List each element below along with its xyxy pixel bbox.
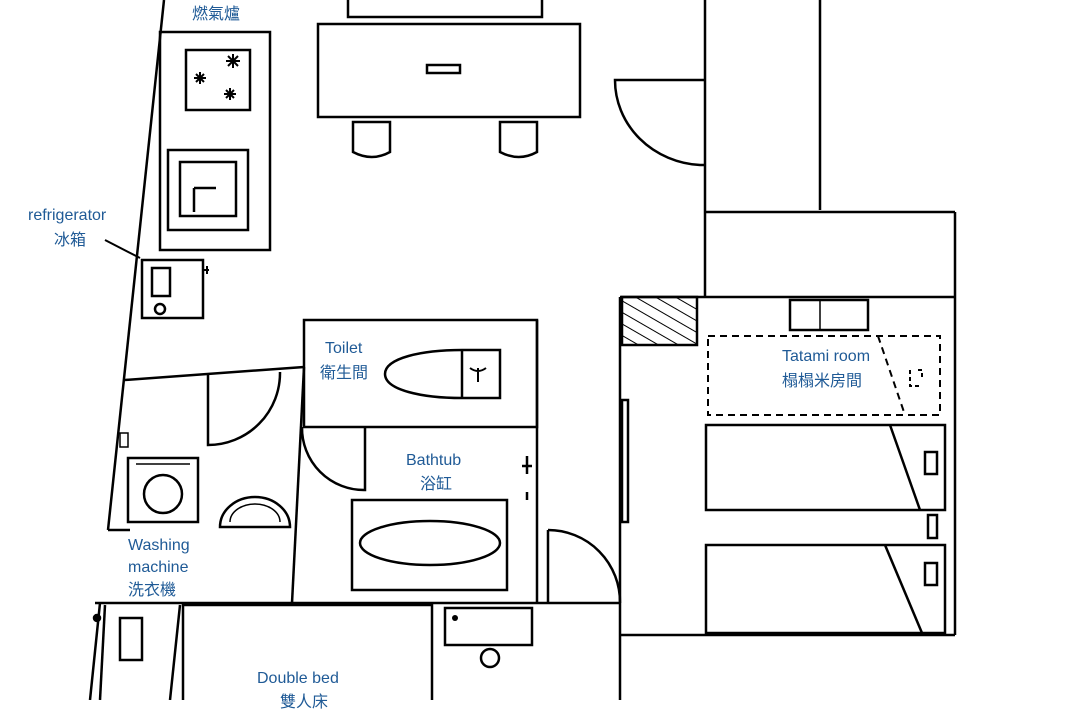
toilet-room: [302, 318, 539, 429]
desk: [316, 0, 582, 159]
washing-label-en-2: machine: [128, 559, 189, 576]
washing-label-zh: 洗衣機: [128, 582, 177, 599]
toilet-label-zh: 衛生間: [320, 365, 369, 382]
toilet-label-en: Toilet: [325, 340, 363, 357]
refrigerator-label-zh: 冰箱: [54, 232, 87, 249]
bathtub: [350, 456, 532, 592]
door-arc: [613, 78, 705, 167]
walls: [88, 0, 957, 700]
laundry-door: [206, 371, 282, 447]
washing-label-en-1: Washing: [128, 537, 190, 554]
bath-entry-door: [547, 528, 622, 604]
bedroom: [92, 603, 534, 700]
single-bed: [704, 423, 947, 512]
stove-label: 燃氣爐: [192, 6, 241, 23]
refrigerator-label-en: refrigerator: [28, 207, 107, 224]
stove: [184, 48, 252, 112]
sink: [166, 148, 250, 232]
refrigerator-pointer: [104, 239, 141, 259]
tatami-label-en: Tatami room: [782, 348, 871, 365]
kitchen-counter: [158, 30, 272, 252]
refrigerator: [140, 258, 209, 320]
tatami-room: [620, 295, 947, 635]
bath-door: [300, 426, 367, 492]
bed-label-en: Double bed: [257, 670, 339, 687]
single-bed: [704, 543, 947, 635]
washing-machine: [119, 432, 292, 529]
tatami-label-zh: 榻榻米房間: [782, 373, 863, 390]
bed-label-zh: 雙人床: [280, 694, 329, 711]
bathtub-label-zh: 浴缸: [420, 476, 453, 493]
bathtub-label-en: Bathtub: [406, 452, 462, 469]
